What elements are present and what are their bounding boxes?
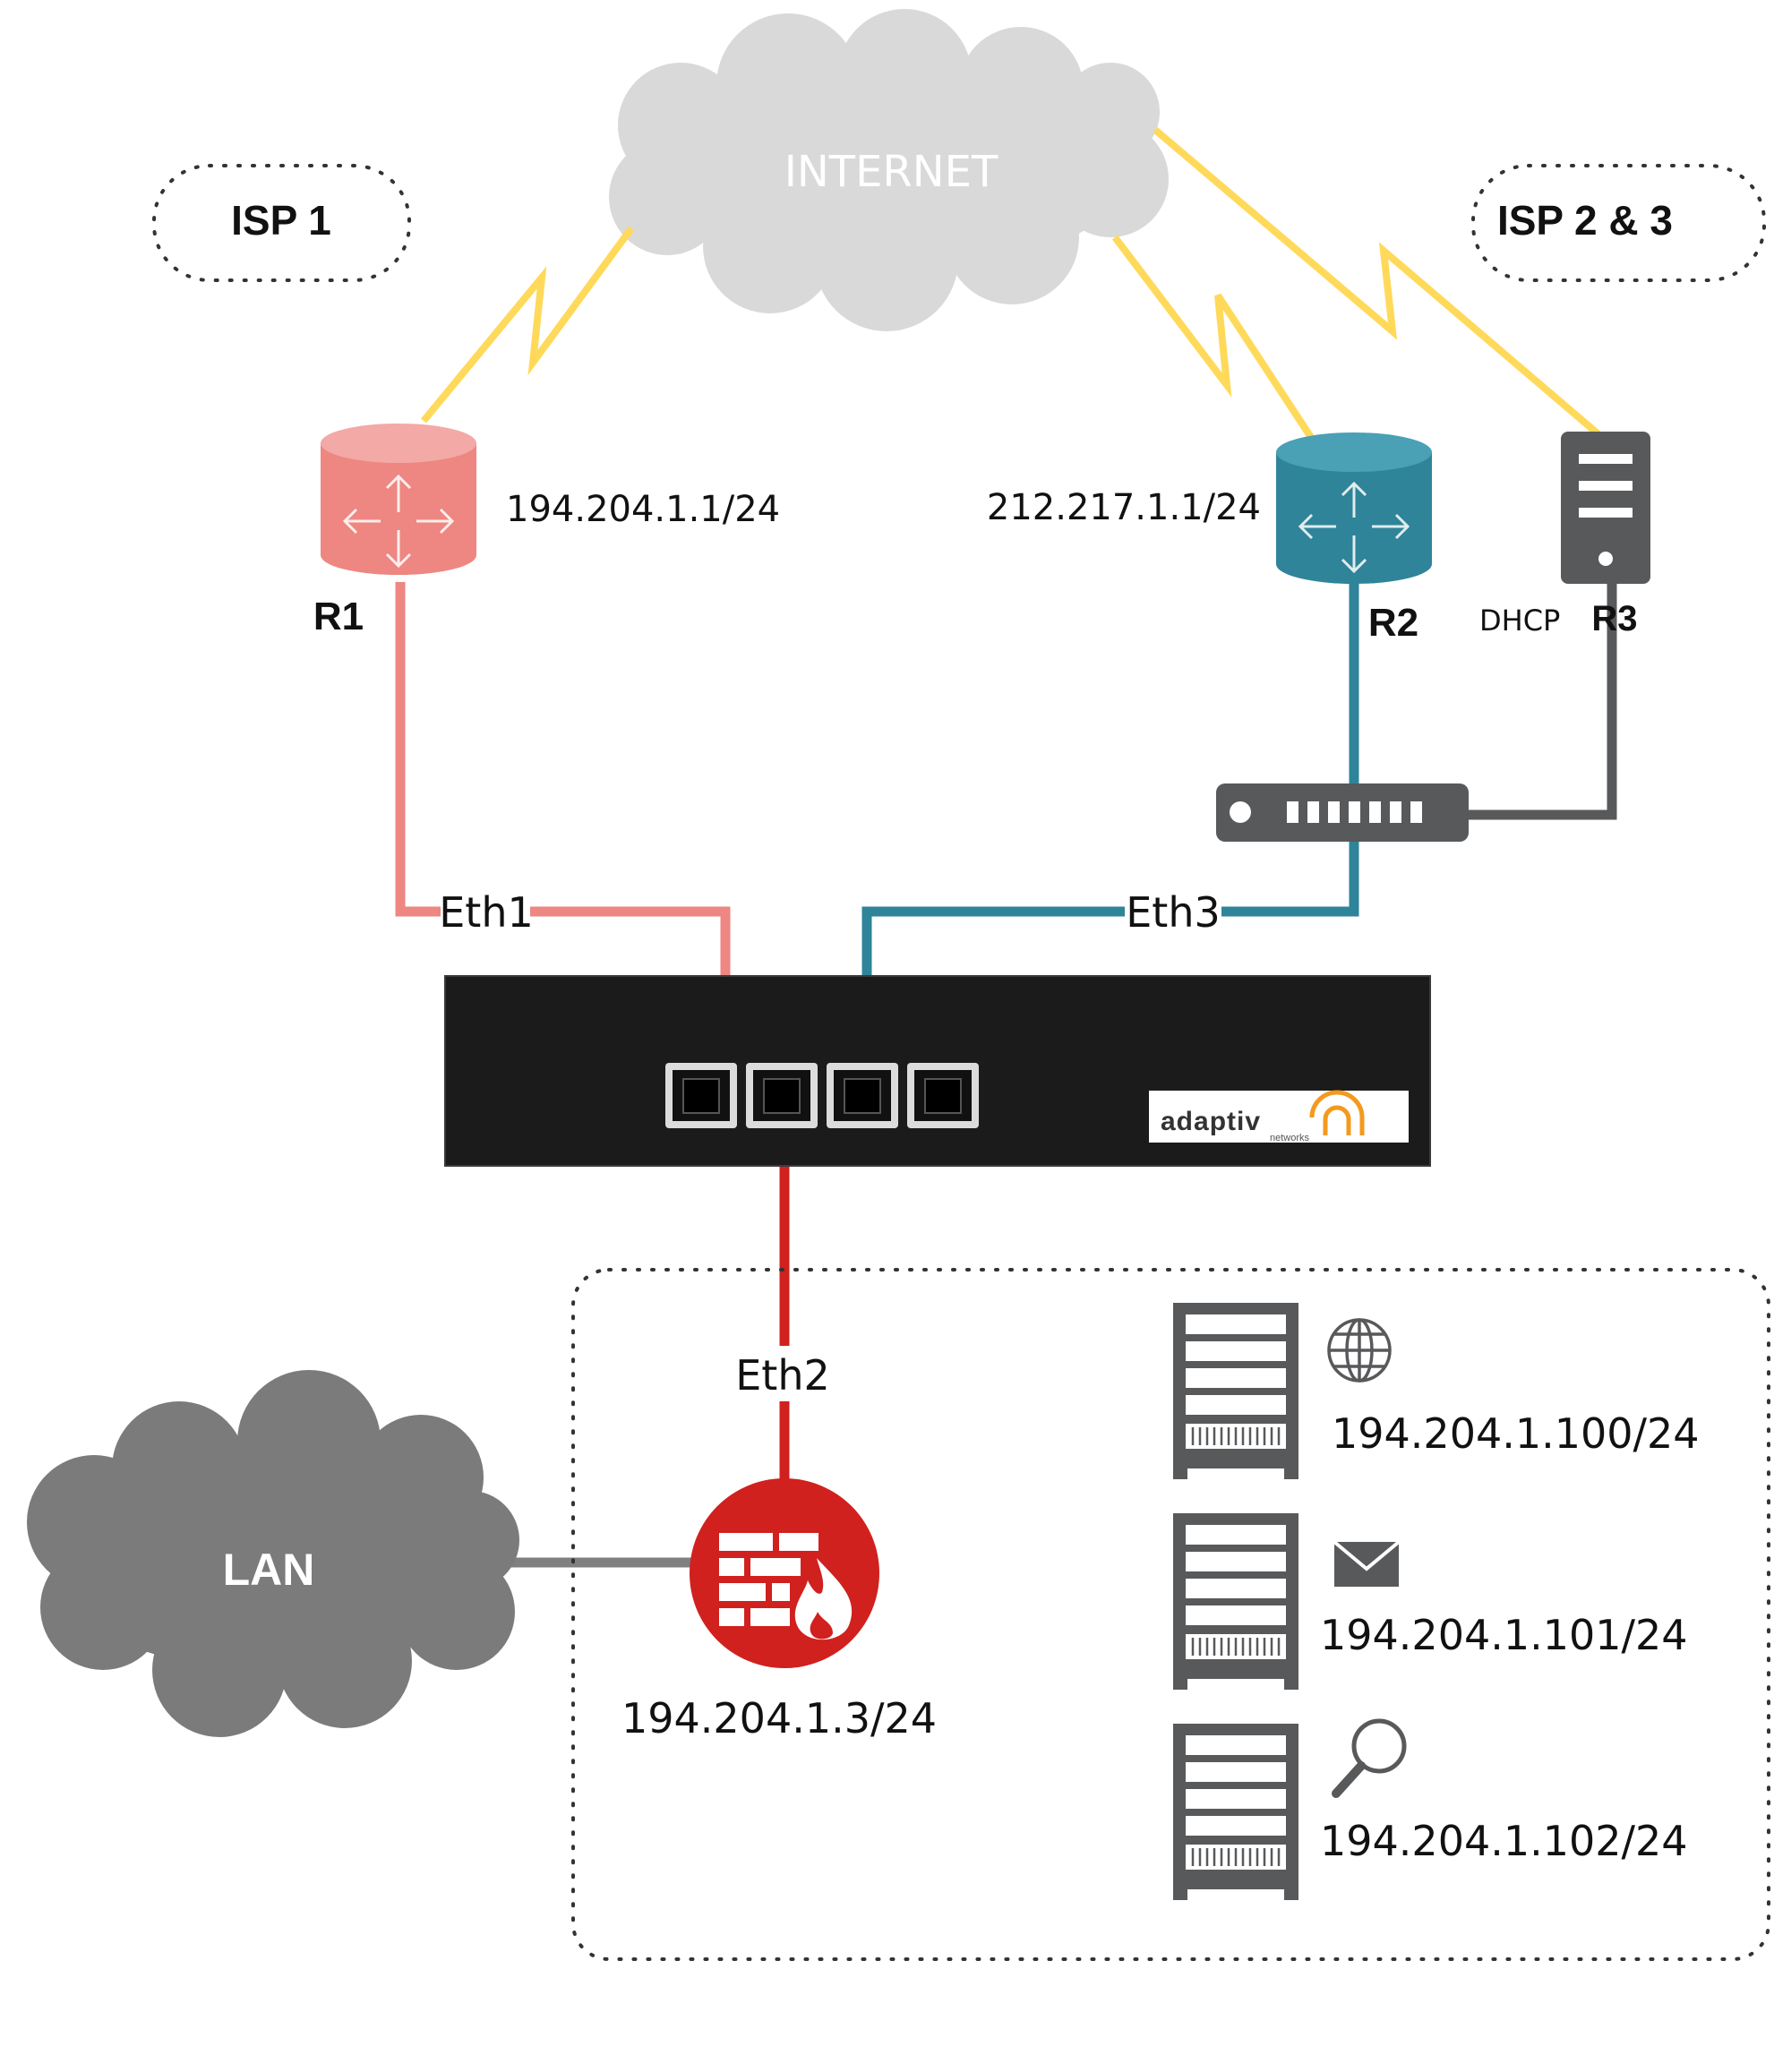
wireless-link-r3 (1153, 126, 1601, 438)
firewall-ip: 194.204.1.3/24 (621, 1694, 937, 1742)
router-r1: R1 194.204.1.1/24 (313, 424, 780, 638)
server-mail: 194.204.1.101/24 (1173, 1513, 1688, 1690)
server-search: 194.204.1.102/24 (1173, 1718, 1688, 1900)
r2-ip: 212.217.1.1/24 (987, 487, 1261, 528)
lan-label: LAN (223, 1545, 315, 1595)
isp23-group: ISP 2 & 3 (1471, 164, 1766, 282)
router-icon (1276, 432, 1432, 584)
router-r3: DHCP R3 (1479, 432, 1650, 638)
globe-icon (1327, 1318, 1392, 1383)
server-rack-icon (1173, 1303, 1298, 1479)
port-eth1 (665, 1063, 737, 1128)
lan-cloud: LAN (27, 1370, 519, 1737)
port-eth4 (907, 1063, 979, 1128)
dmz-zone (571, 1268, 1770, 1961)
r3-name: R3 (1591, 599, 1637, 638)
isp1-label: ISP 1 (231, 197, 331, 244)
server-web: 194.204.1.100/24 (1173, 1303, 1700, 1479)
firewall-icon (690, 1478, 879, 1668)
isp23-label: ISP 2 & 3 (1497, 197, 1673, 244)
search-icon (1332, 1718, 1407, 1798)
eth2-tag: Eth2 (733, 1346, 833, 1401)
ethernet-ports (665, 1063, 979, 1128)
logo-subtext: networks (1270, 1133, 1310, 1143)
internet-label: INTERNET (784, 147, 998, 197)
server-search-ip: 194.204.1.102/24 (1320, 1817, 1688, 1865)
router-r2: R2 212.217.1.1/24 (987, 432, 1432, 645)
isp1-group: ISP 1 (152, 164, 411, 282)
wireless-link-r1 (420, 226, 635, 424)
internet-cloud: INTERNET (609, 9, 1169, 331)
mail-icon (1333, 1540, 1401, 1587)
cloud-icon (609, 9, 1169, 331)
eth1-tag: Eth1 (439, 885, 534, 938)
server-web-ip: 194.204.1.100/24 (1332, 1409, 1700, 1458)
r3-note: DHCP (1479, 604, 1560, 638)
r1-ip: 194.204.1.1/24 (506, 489, 780, 530)
wireless-link-r2 (1111, 235, 1316, 441)
server-icon (1561, 432, 1650, 584)
port-eth2 (746, 1063, 818, 1128)
adaptiv-logo: adaptiv networks (1149, 1090, 1409, 1143)
r1-name: R1 (313, 595, 364, 638)
server-mail-ip: 194.204.1.101/24 (1320, 1611, 1688, 1659)
server-rack-icon (1173, 1513, 1298, 1690)
eth3-tag: Eth3 (1125, 885, 1221, 938)
server-rack-icon (1173, 1724, 1298, 1900)
eth1-label: Eth1 (439, 888, 534, 937)
eth2-label: Eth2 (735, 1351, 830, 1400)
switch (1216, 783, 1469, 842)
switch-icon (1216, 783, 1469, 842)
logo-wordmark: adaptiv (1161, 1107, 1261, 1136)
port-eth3 (827, 1063, 898, 1128)
firewall: 194.204.1.3/24 (621, 1478, 937, 1742)
eth3-label: Eth3 (1126, 888, 1221, 937)
r3-switch-link (1469, 582, 1617, 820)
router-icon (321, 424, 476, 575)
r2-name: R2 (1368, 601, 1418, 645)
cloud-icon (27, 1370, 519, 1737)
adaptiv-appliance: adaptiv networks (444, 975, 1431, 1167)
